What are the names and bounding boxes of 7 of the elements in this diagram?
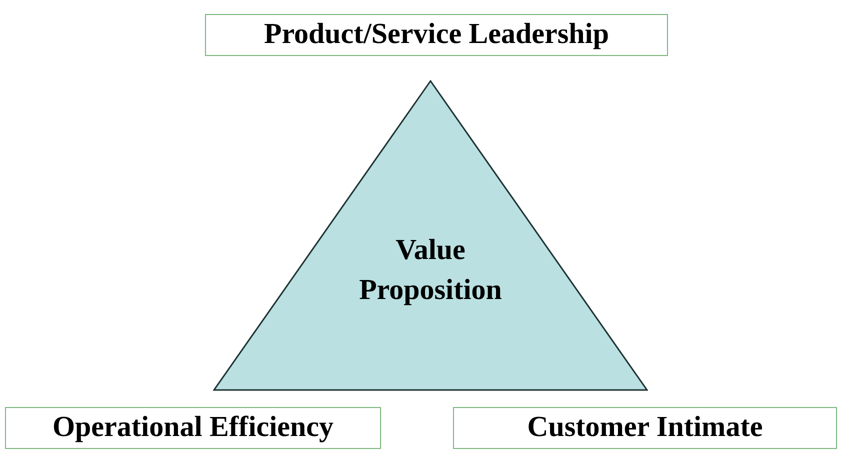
category-label: Product/Service Leadership — [264, 18, 609, 52]
category-box — [453, 407, 837, 449]
category-box — [5, 407, 381, 449]
category-label: Customer Intimate — [527, 411, 763, 445]
center-label: Value Proposition — [359, 233, 502, 308]
category-box — [205, 14, 668, 56]
category-label: Operational Efficiency — [52, 411, 334, 445]
